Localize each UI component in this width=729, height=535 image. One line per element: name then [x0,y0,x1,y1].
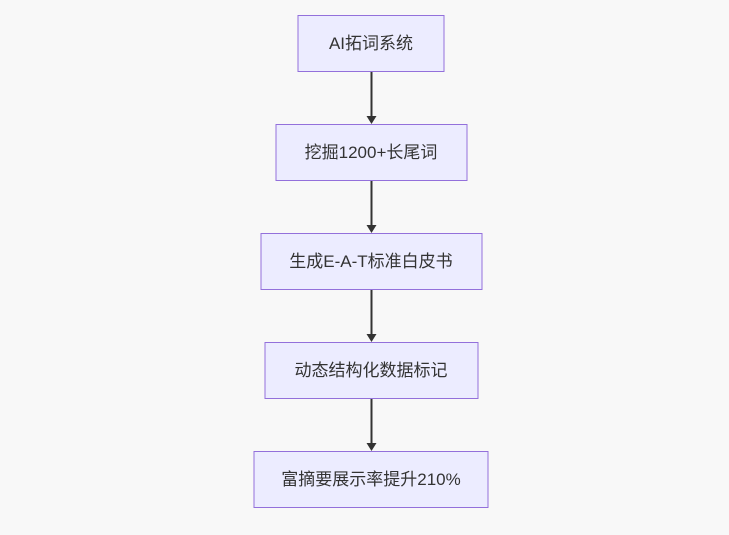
flow-node-mine-longtail-keywords: 挖掘1200+长尾词 [275,124,467,181]
arrowhead-down-icon [366,334,376,342]
arrowhead-down-icon [366,443,376,451]
flow-arrow [366,181,376,233]
arrow-line [370,290,372,334]
flowchart: AI拓词系统 挖掘1200+长尾词 生成E-A-T标准白皮书 动态结构化数据标记… [253,15,489,508]
flow-node-dynamic-structured-data-markup: 动态结构化数据标记 [264,342,478,399]
flow-arrow [366,399,376,451]
arrowhead-down-icon [366,225,376,233]
arrow-line [370,399,372,443]
flow-arrow [366,72,376,124]
arrowhead-down-icon [366,116,376,124]
flow-node-ai-word-expansion-system: AI拓词系统 [297,15,445,72]
flow-node-generate-eat-whitepaper: 生成E-A-T标准白皮书 [260,233,482,290]
flow-node-rich-snippet-rate-increase: 富摘要展示率提升210% [253,451,489,508]
flow-arrow [366,290,376,342]
arrow-line [370,72,372,116]
arrow-line [370,181,372,225]
